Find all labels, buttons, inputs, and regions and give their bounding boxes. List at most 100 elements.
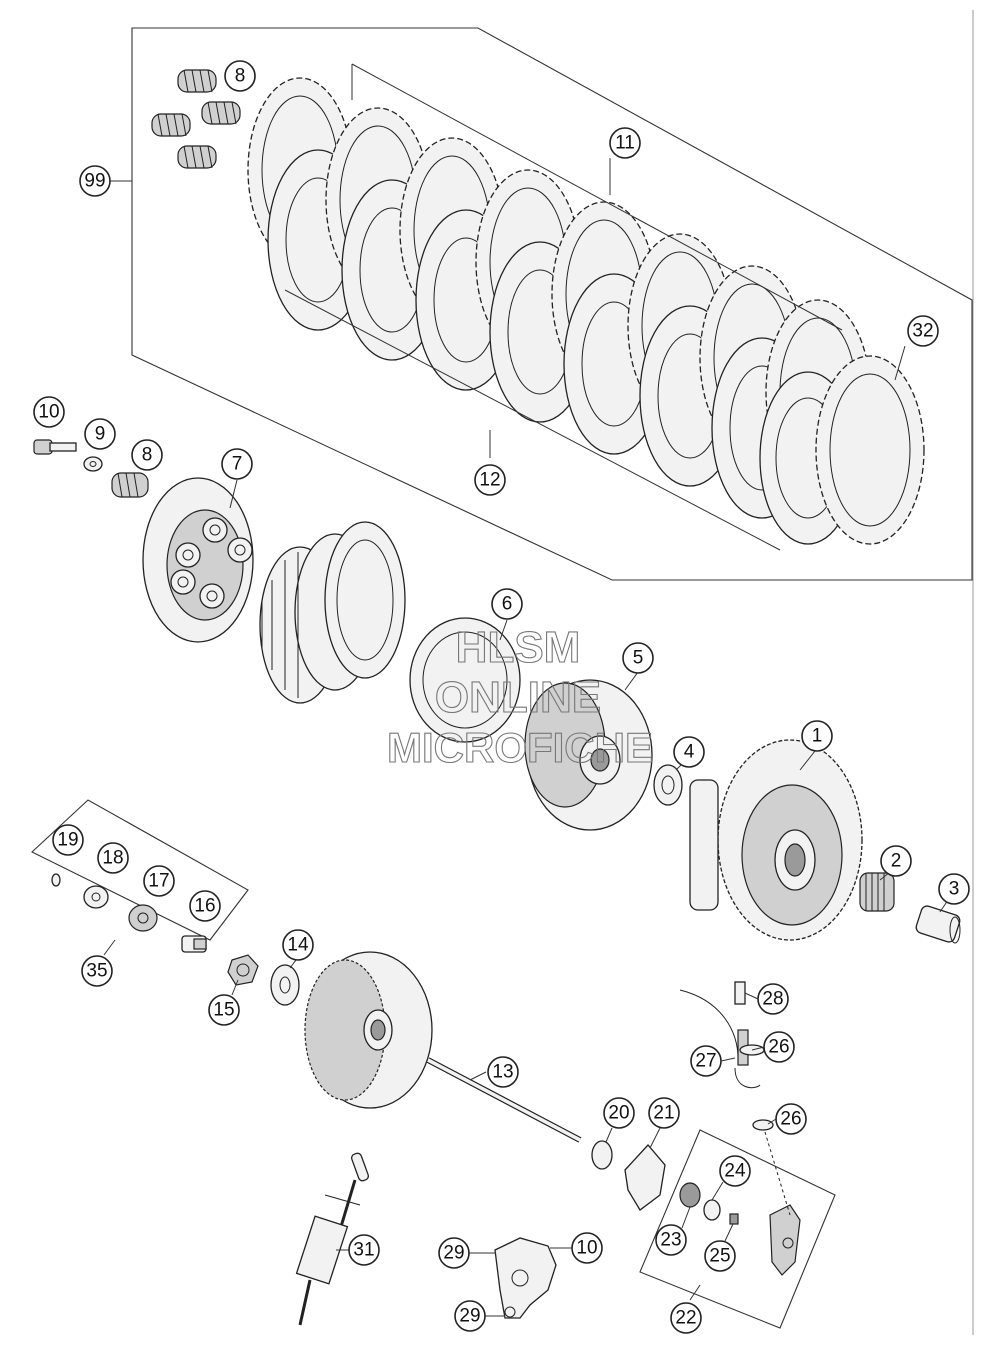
thrust-washer-part <box>653 764 683 806</box>
svg-text:1: 1 <box>812 726 823 747</box>
svg-text:20: 20 <box>608 1103 629 1124</box>
svg-text:11: 11 <box>615 133 635 154</box>
callout-29a: 29 <box>438 1237 470 1269</box>
svg-text:32: 32 <box>912 321 933 342</box>
svg-text:26: 26 <box>780 1109 801 1130</box>
primary-gear-part <box>304 951 433 1109</box>
leader-22 <box>689 1284 701 1301</box>
leader-26b <box>767 1118 777 1125</box>
callout-10b: 10 <box>571 1232 603 1264</box>
callout-99: 99 <box>79 165 111 197</box>
svg-text:26: 26 <box>768 1037 789 1058</box>
bushing-part <box>915 905 961 944</box>
push-rod-part <box>426 1057 582 1143</box>
watermark: HLSM ONLINE MICROFICHE <box>386 622 653 771</box>
svg-text:14: 14 <box>287 935 309 956</box>
svg-text:29: 29 <box>443 1243 464 1264</box>
svg-text:HLSM: HLSM <box>456 623 581 672</box>
leader-21 <box>649 1127 661 1149</box>
svg-text:8: 8 <box>142 445 153 466</box>
kit-frame-99 <box>131 27 973 581</box>
callout-3: 3 <box>938 873 970 905</box>
svg-text:7: 7 <box>232 454 243 475</box>
svg-text:23: 23 <box>660 1230 681 1251</box>
callout-18: 18 <box>97 842 129 874</box>
svg-text:15: 15 <box>213 1000 234 1021</box>
callout-35: 35 <box>81 955 113 987</box>
kit-22-parts <box>679 1182 801 1276</box>
washer-part <box>83 456 103 472</box>
pressure-cap-part <box>142 477 254 643</box>
svg-text:27: 27 <box>695 1051 716 1072</box>
clutch-plates-stack <box>247 77 925 545</box>
callout-7: 7 <box>221 448 253 480</box>
callout-24: 24 <box>719 1155 751 1187</box>
callout-28: 28 <box>757 983 789 1015</box>
callout-26b: 26 <box>775 1103 807 1135</box>
leader-1 <box>799 750 816 771</box>
o-ring-part <box>591 1140 613 1170</box>
callout-25: 25 <box>704 1240 736 1272</box>
callout-1: 1 <box>801 720 833 752</box>
callout-11: 11 <box>609 127 641 159</box>
svg-text:3: 3 <box>949 879 960 900</box>
callout-23: 23 <box>655 1224 687 1256</box>
grease-syringe-part <box>295 1152 370 1326</box>
leader-7 <box>229 479 238 509</box>
callout-19: 19 <box>52 824 84 856</box>
gasket-part <box>624 1144 666 1211</box>
svg-text:9: 9 <box>95 424 106 445</box>
svg-text:12: 12 <box>479 470 500 491</box>
callout-32: 32 <box>907 315 939 347</box>
inner-hub-part <box>524 679 653 831</box>
svg-text:2: 2 <box>891 851 902 872</box>
wire-ring-part <box>409 617 521 743</box>
leader-5 <box>624 671 639 691</box>
callout-15: 15 <box>208 994 240 1026</box>
svg-text:25: 25 <box>709 1246 730 1267</box>
svg-text:19: 19 <box>57 830 78 851</box>
callout-14: 14 <box>282 929 314 961</box>
svg-text:MICROFICHE: MICROFICHE <box>387 724 653 771</box>
svg-text:10: 10 <box>576 1238 597 1259</box>
svg-text:10: 10 <box>38 402 59 423</box>
svg-text:5: 5 <box>633 648 644 669</box>
leader-20 <box>605 1127 613 1143</box>
callout-27: 27 <box>690 1045 722 1077</box>
leader-13 <box>469 1071 487 1081</box>
svg-text:8: 8 <box>235 66 246 87</box>
leader-26a <box>751 1046 765 1051</box>
leader-24 <box>711 1181 724 1201</box>
slave-cylinder-part <box>494 1237 557 1319</box>
leader-35 <box>103 939 116 956</box>
leader-28 <box>744 992 759 1000</box>
callout-9: 9 <box>84 418 116 450</box>
svg-text:ONLINE: ONLINE <box>435 673 601 722</box>
plate-leaders <box>284 63 906 551</box>
callout-29b: 29 <box>454 1300 486 1332</box>
leader-6 <box>499 619 508 641</box>
svg-text:28: 28 <box>762 989 783 1010</box>
spring-part <box>111 472 149 498</box>
svg-text:13: 13 <box>492 1062 513 1083</box>
leader-23 <box>681 1206 691 1229</box>
callout-26a: 26 <box>763 1031 795 1063</box>
callout-8a: 8 <box>224 60 256 92</box>
outer-basket-part <box>689 739 863 941</box>
callout-16: 16 <box>189 890 221 922</box>
svg-text:29: 29 <box>459 1306 480 1327</box>
svg-text:17: 17 <box>148 871 169 892</box>
plate-pack-part <box>259 521 406 704</box>
callout-6: 6 <box>491 588 523 620</box>
callout-10a: 10 <box>33 396 65 428</box>
callout-5: 5 <box>622 642 654 674</box>
kit-35-parts <box>51 873 207 953</box>
svg-text:18: 18 <box>102 848 123 869</box>
svg-text:22: 22 <box>675 1308 696 1329</box>
callout-13: 13 <box>487 1056 519 1088</box>
screw-part <box>33 439 77 455</box>
svg-text:24: 24 <box>724 1161 746 1182</box>
callout-31: 31 <box>348 1234 380 1266</box>
nut-part <box>227 954 259 986</box>
svg-text:35: 35 <box>86 961 107 982</box>
